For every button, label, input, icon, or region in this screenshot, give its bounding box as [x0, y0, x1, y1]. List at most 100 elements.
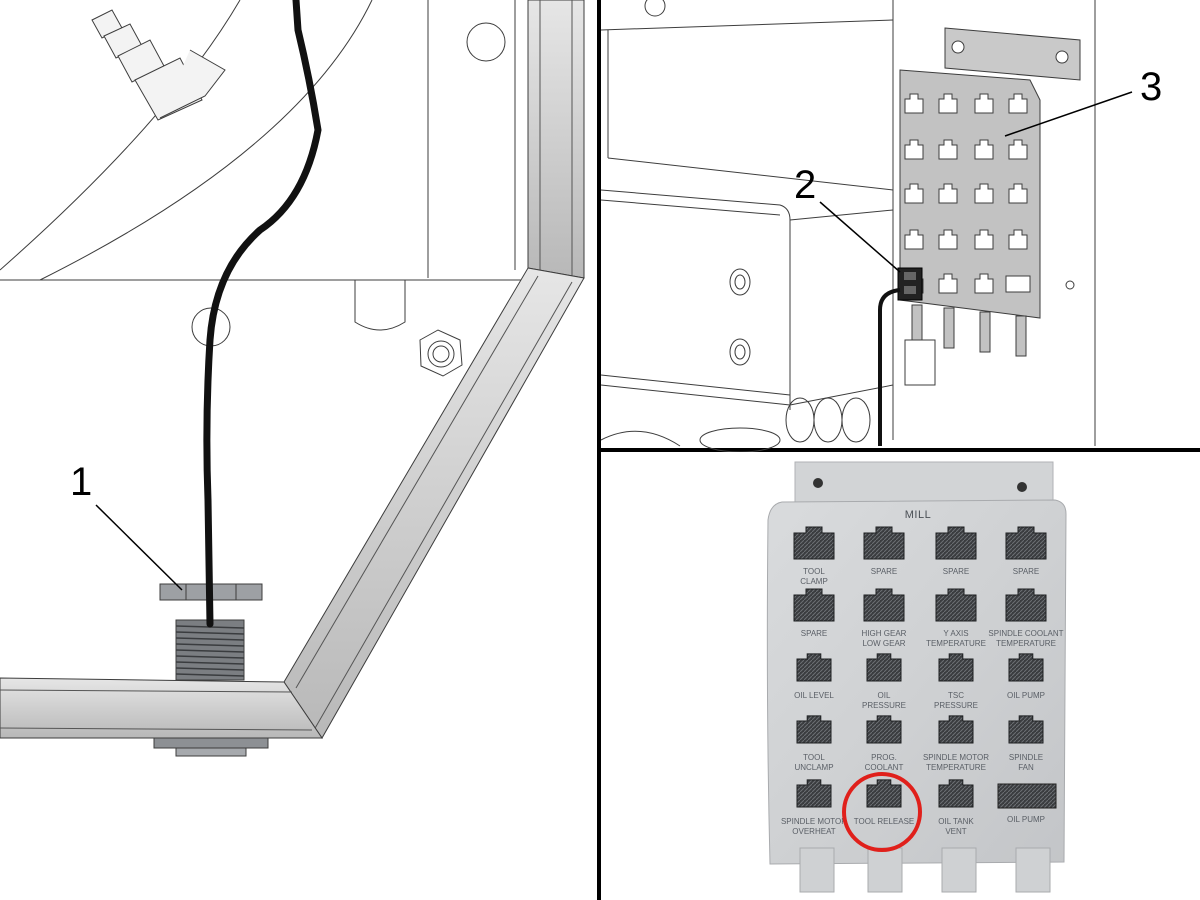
port-label: Y AXIS — [943, 629, 968, 638]
port-hole — [1005, 526, 1047, 560]
frame-extrusion-bottom — [0, 677, 323, 739]
port-hole — [938, 653, 974, 682]
drawing-port-hole — [904, 229, 924, 250]
drawing-port-hole — [974, 139, 994, 160]
port-label: FAN — [1018, 763, 1034, 772]
photo-bracket — [794, 461, 1054, 505]
port-hole — [938, 779, 974, 808]
drawing-port-hole — [938, 139, 958, 160]
port-label: OIL TANK — [938, 817, 974, 826]
mounting-bracket — [944, 27, 1081, 81]
port-label: OIL — [878, 691, 891, 700]
plate-tab — [799, 847, 835, 893]
drawing-port-hole — [904, 93, 924, 114]
plate-tab — [1015, 847, 1051, 893]
port-hole — [796, 779, 832, 808]
port-hole — [1005, 588, 1047, 622]
port-label: SPARE — [871, 567, 898, 576]
connector-cable — [878, 288, 901, 446]
switch-plate-drawing — [899, 69, 1075, 386]
bracket-screw-right — [1017, 482, 1027, 492]
port-label: SPARE — [943, 567, 970, 576]
port-label: UNCLAMP — [794, 763, 833, 772]
port-hole — [863, 526, 905, 560]
drawing-port-hole — [974, 273, 994, 294]
port-label: SPINDLE MOTOR — [923, 753, 989, 762]
port-label: PRESSURE — [862, 701, 906, 710]
port-label: SPINDLE COOLANT — [988, 629, 1063, 638]
port-hole — [796, 715, 832, 744]
drawing-port-hole — [904, 139, 924, 160]
callout-1-label: 1 — [70, 460, 92, 504]
callout-1-leader — [95, 504, 183, 591]
port-hole — [935, 588, 977, 622]
port-label: TEMPERATURE — [926, 763, 986, 772]
panel-divider-horizontal — [599, 448, 1200, 452]
port-label: OIL LEVEL — [794, 691, 834, 700]
port-label: SPARE — [1013, 567, 1040, 576]
port-hole — [863, 588, 905, 622]
port-label: VENT — [945, 827, 966, 836]
port-hole — [866, 653, 902, 682]
port-hole — [935, 526, 977, 560]
frame-extrusion-diagonal — [283, 267, 585, 739]
port-label: LOW GEAR — [862, 639, 905, 648]
port-hole — [1008, 653, 1044, 682]
port-label: PRESSURE — [934, 701, 978, 710]
drawing-port-hole — [938, 273, 958, 294]
drawing-port-hole — [938, 183, 958, 204]
port-slot — [997, 783, 1057, 809]
port-label: TOOL — [803, 753, 825, 762]
pressure-switch-connector — [897, 267, 923, 301]
frame-extrusion-right — [527, 0, 585, 279]
tool-release-highlight-circle — [842, 772, 922, 852]
port-label: OVERHEAT — [792, 827, 836, 836]
callout-2-leader — [819, 201, 901, 273]
drawing-port-slot — [1005, 275, 1031, 293]
sensor-cable — [203, 0, 322, 628]
switch-plate — [766, 499, 1067, 865]
port-label: TSC — [948, 691, 964, 700]
drawing-port-hole — [1008, 139, 1028, 160]
bracket-screw-left — [813, 478, 823, 488]
drawing-port-hole — [1008, 93, 1028, 114]
port-label: OIL PUMP — [1007, 815, 1045, 824]
drawing-port-hole — [974, 93, 994, 114]
port-hole — [793, 526, 835, 560]
plate-tab — [941, 847, 977, 893]
port-label: TEMPERATURE — [996, 639, 1056, 648]
drawing-port-hole — [974, 183, 994, 204]
port-label: TOOL RELEASE — [854, 817, 914, 826]
port-label: TEMPERATURE — [926, 639, 986, 648]
plate-title: MILL — [905, 509, 931, 521]
top-right-panel: 3 2 — [600, 0, 1162, 453]
port-label: CLAMP — [800, 577, 828, 586]
drawing-port-hole — [1008, 229, 1028, 250]
port-hole — [1008, 715, 1044, 744]
port-label: PROG. — [871, 753, 897, 762]
threaded-bulkhead-fitting — [153, 619, 269, 757]
port-label: SPINDLE MOTOR — [781, 817, 847, 826]
hose-fitting — [91, 9, 226, 121]
port-label: OIL PUMP — [1007, 691, 1045, 700]
callout-2-label: 2 — [794, 163, 816, 207]
bolt-hex — [419, 329, 463, 377]
port-label: TOOL — [803, 567, 825, 576]
drawing-port-hole — [904, 183, 924, 204]
left-panel: 1 — [0, 0, 598, 900]
callout-3-label: 3 — [1140, 65, 1162, 109]
drawing-port-hole — [1008, 183, 1028, 204]
drawing-port-hole — [938, 229, 958, 250]
port-label: SPARE — [801, 629, 828, 638]
drawing-port-hole — [938, 93, 958, 114]
callout-3-leader — [1004, 91, 1133, 137]
port-hole — [796, 653, 832, 682]
drawing-port-hole — [974, 229, 994, 250]
port-label: SPINDLE — [1009, 753, 1043, 762]
port-label: HIGH GEAR — [862, 629, 907, 638]
plate-tab — [867, 847, 903, 893]
port-hole — [866, 779, 902, 808]
port-hole — [938, 715, 974, 744]
